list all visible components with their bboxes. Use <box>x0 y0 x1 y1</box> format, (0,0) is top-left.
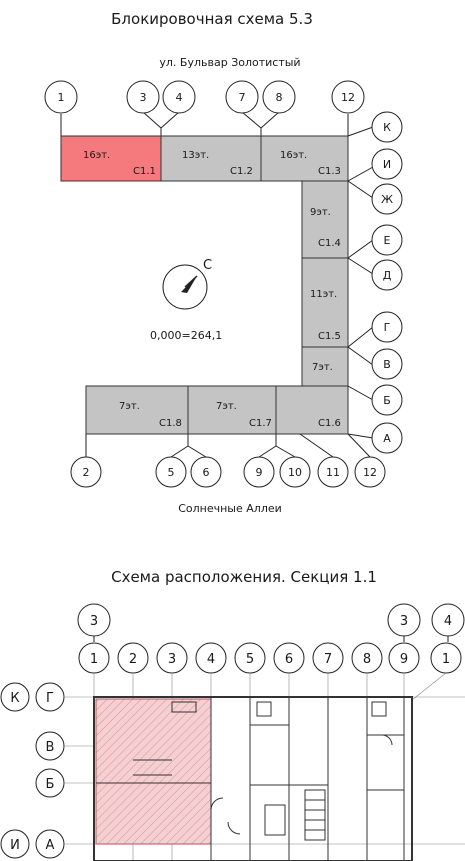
block-c1-7-floors: 7эт. <box>216 401 237 412</box>
section-axis-a: А <box>46 838 55 853</box>
block-c1-2-code: С1.2 <box>230 166 253 177</box>
block-c1-1-code: С1.1 <box>133 166 156 177</box>
block-c1-8-floors: 7эт. <box>119 401 140 412</box>
axis-right-b: Б <box>383 394 391 407</box>
block-c1-3-floors: 16эт. <box>280 150 307 161</box>
section-axis-8: 8 <box>363 652 371 667</box>
block-c1-2-floors: 13эт. <box>182 150 209 161</box>
block-c1-4-code: С1.4 <box>318 238 341 249</box>
section-layout-title: Схема расположения. Секция 1.1 <box>111 568 377 586</box>
section-axis-i: И <box>10 838 20 853</box>
north-compass-icon <box>162 264 208 310</box>
section-floor-plan-walls <box>93 696 413 861</box>
street-bottom-label: Солнечные Аллеи <box>178 502 282 515</box>
top-axis-bubbles: 1 3 4 7 8 12 <box>44 80 365 114</box>
section-axis-7: 7 <box>324 652 332 667</box>
axis-bottom-10: 10 <box>288 466 302 479</box>
axis-top-12: 12 <box>341 91 355 104</box>
section-top-axis-bubbles: 1 2 3 4 5 6 7 8 9 1 <box>78 642 462 674</box>
block-c1-3-code: С1.3 <box>318 166 341 177</box>
highlighted-apartment[interactable] <box>95 698 212 845</box>
section-axis-1b: 1 <box>442 652 450 667</box>
section-left-axis-bubbles: К Г В Б И А <box>0 682 65 859</box>
block-c1-1-floors: 16эт. <box>83 150 110 161</box>
axis-right-e: Е <box>384 234 391 247</box>
section-axis-3: 3 <box>168 652 176 667</box>
block-c1-7-code: С1.7 <box>249 418 272 429</box>
axis-right-k: К <box>383 121 391 134</box>
axis-right-d: Д <box>383 269 392 282</box>
axis-right-a: А <box>383 432 391 445</box>
axis-top-1: 1 <box>58 91 65 104</box>
block-c1-6-floors: 7эт. <box>312 362 333 373</box>
section-axis-4: 4 <box>207 652 215 667</box>
axis-top-8: 8 <box>276 91 283 104</box>
compass-letter: С <box>203 258 212 273</box>
axis-bottom-6: 6 <box>203 466 210 479</box>
section-upper-axis-bubbles: 3 3 4 <box>77 603 465 642</box>
section-axis-upper-4: 4 <box>444 614 452 629</box>
block-c1-5[interactable] <box>301 257 349 348</box>
axis-top-7: 7 <box>239 91 246 104</box>
block-c1-8-code: С1.8 <box>159 418 182 429</box>
block-c1-8[interactable] <box>85 385 189 435</box>
axis-bottom-9: 9 <box>256 466 263 479</box>
street-top-label: ул. Бульвар Золотистый <box>159 56 300 69</box>
axis-right-g: Г <box>384 321 391 334</box>
axis-top-4: 4 <box>176 91 183 104</box>
axis-bottom-11: 11 <box>326 466 340 479</box>
block-c1-5-code: С1.5 <box>318 331 341 342</box>
axis-right-i: И <box>383 158 391 171</box>
bottom-axis-leaders <box>85 433 371 458</box>
section-axis-g: Г <box>46 691 54 706</box>
building-blocks: 16эт. С1.1 13эт. С1.2 16эт. С1.3 9эт. С1… <box>60 135 349 435</box>
block-c1-4-floors: 9эт. <box>310 207 331 218</box>
zero-level-mark: 0,000=264,1 <box>150 329 222 342</box>
axis-bottom-2: 2 <box>83 466 90 479</box>
block-c1-4[interactable] <box>301 180 349 259</box>
block-c1-6-lower <box>275 385 349 435</box>
section-axis-upper-3a: 3 <box>90 614 98 629</box>
block-c1-7[interactable] <box>187 385 277 435</box>
blocking-scheme-title: Блокировочная схема 5.3 <box>111 10 313 28</box>
section-axis-upper-3b: 3 <box>400 614 408 629</box>
right-axis-bubbles: К И Ж Е Д Г В Б А <box>371 111 403 454</box>
section-axis-v: В <box>46 740 55 755</box>
axis-top-3: 3 <box>140 91 147 104</box>
axis-bottom-12: 12 <box>363 466 377 479</box>
right-axis-leaders <box>347 126 374 439</box>
block-c1-6-code: С1.6 <box>318 418 341 429</box>
top-axis-leaders <box>60 111 349 136</box>
section-axis-9: 9 <box>400 652 408 667</box>
axis-right-v: В <box>383 358 391 371</box>
block-c1-5-floors: 11эт. <box>310 289 337 300</box>
section-axis-k: К <box>10 691 19 706</box>
axis-right-zh: Ж <box>381 193 393 206</box>
bottom-axis-bubbles: 2 5 6 9 10 11 12 <box>70 456 386 488</box>
section-axis-2: 2 <box>129 652 137 667</box>
axis-bottom-5: 5 <box>168 466 175 479</box>
section-axis-6: 6 <box>285 652 293 667</box>
section-axis-b: Б <box>46 777 55 792</box>
section-axis-5: 5 <box>246 652 254 667</box>
section-axis-1: 1 <box>90 652 98 667</box>
block-c1-3[interactable] <box>260 135 349 182</box>
